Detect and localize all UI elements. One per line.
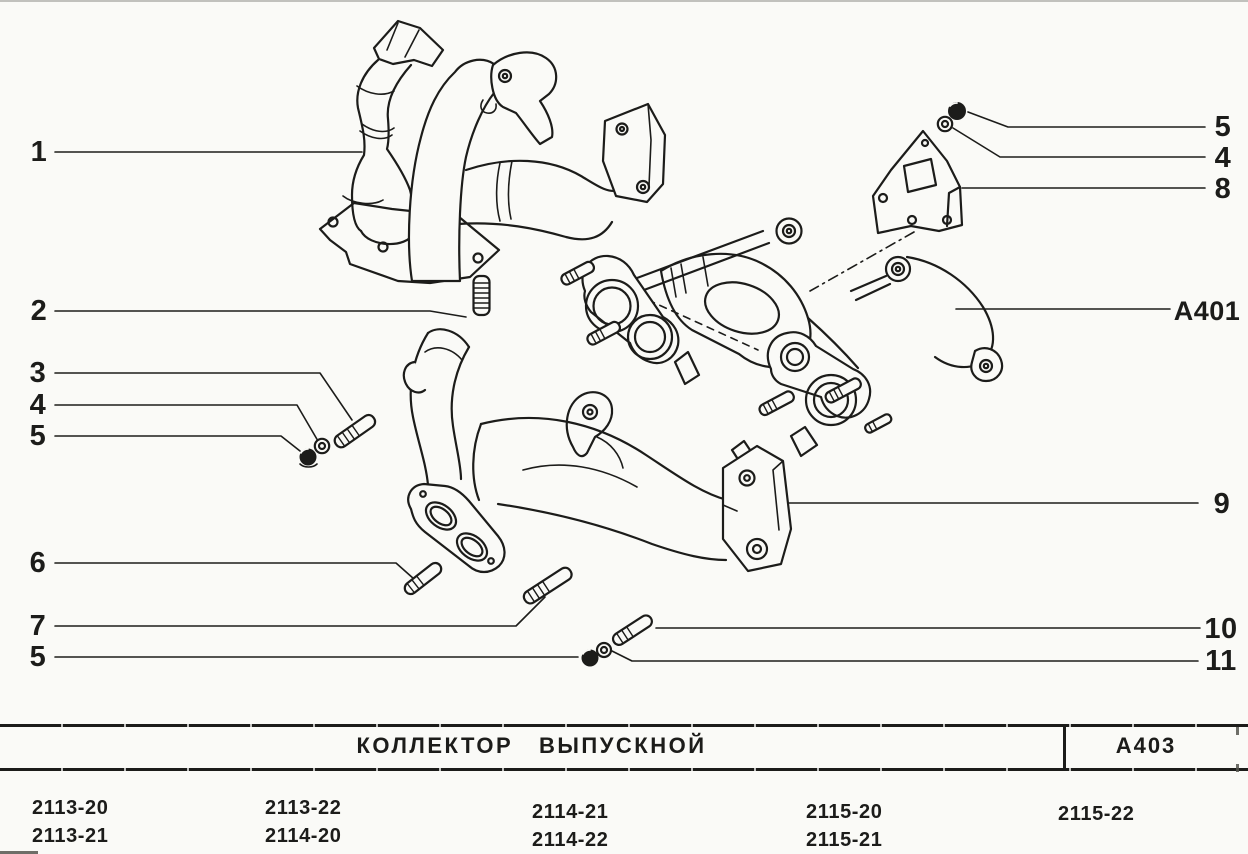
model-code: 2113-22 bbox=[265, 797, 342, 819]
washer-icon bbox=[313, 437, 331, 455]
model-code: 2114-20 bbox=[265, 825, 342, 847]
section-code: A403 bbox=[1115, 733, 1177, 758]
callout-label-1: 1 bbox=[30, 136, 48, 168]
stud-icon bbox=[333, 413, 377, 449]
model-code: 2113-21 bbox=[32, 825, 109, 847]
callout-label-2: 2 bbox=[30, 295, 48, 327]
stud-icon bbox=[472, 274, 491, 317]
leader-lines bbox=[54, 111, 1206, 662]
callout-label-10: 10 bbox=[1204, 613, 1238, 645]
model-code: 2114-21 bbox=[532, 801, 609, 823]
callout-label-5: 5 bbox=[29, 420, 47, 452]
callout-label-6: 6 bbox=[29, 547, 47, 579]
nut-icon bbox=[581, 649, 599, 667]
model-code: 2115-22 bbox=[1058, 803, 1135, 825]
nut-icon bbox=[948, 102, 966, 120]
callout-label-4: 4 bbox=[29, 389, 47, 421]
assembly-axis-line bbox=[809, 231, 915, 292]
scan-artifact-right-1 bbox=[1236, 727, 1239, 735]
exhaust-manifold-drawing bbox=[402, 328, 793, 574]
model-code: 2115-21 bbox=[806, 829, 883, 851]
intake-manifold-drawing bbox=[560, 217, 1004, 466]
model-code: 2113-20 bbox=[32, 797, 109, 819]
title-block-top-rule bbox=[0, 724, 1248, 727]
callout-label-9: 9 bbox=[1213, 488, 1231, 520]
scan-artifact-bottom-left bbox=[0, 851, 38, 854]
callout-label-5r: 5 bbox=[1214, 111, 1232, 143]
model-code: 2114-22 bbox=[532, 829, 609, 851]
scan-artifact-top bbox=[0, 0, 1248, 2]
callout-label-a401: A401 bbox=[1173, 296, 1241, 326]
scan-artifact-right-2 bbox=[1236, 764, 1239, 772]
title-block-divider bbox=[1063, 724, 1066, 771]
washer-icon bbox=[595, 641, 613, 659]
callout-label-8: 8 bbox=[1214, 173, 1232, 205]
nut-icon bbox=[299, 448, 318, 468]
part-name-title: КОЛЛЕКТОР ВЫПУСКНОЙ bbox=[356, 733, 707, 758]
callout-label-4r: 4 bbox=[1214, 142, 1232, 174]
model-code: 2115-20 bbox=[806, 801, 883, 823]
callout-label-3: 3 bbox=[29, 357, 47, 389]
manifold-stud-icon bbox=[560, 260, 893, 434]
callout-label-11: 11 bbox=[1205, 645, 1237, 677]
stud-icon bbox=[611, 614, 653, 646]
stud-icon bbox=[522, 566, 573, 605]
bracket-drawing bbox=[871, 129, 964, 235]
callout-label-7: 7 bbox=[29, 610, 47, 642]
stud-icon bbox=[403, 561, 443, 596]
callout-label-5b: 5 bbox=[29, 641, 47, 673]
title-block-bottom-rule bbox=[0, 768, 1248, 771]
exhaust-downpipe-drawing bbox=[318, 19, 667, 285]
washer-icon bbox=[936, 115, 954, 133]
